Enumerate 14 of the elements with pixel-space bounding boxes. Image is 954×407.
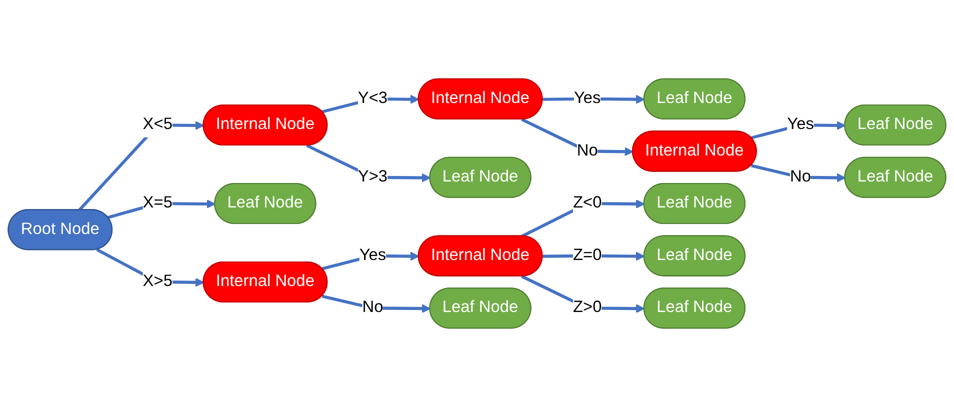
edge-label: Y>3 (358, 168, 388, 186)
edge-label: Yes (787, 116, 814, 134)
edge-label: Yes (359, 246, 386, 264)
edge-label: X=5 (142, 194, 172, 212)
edge-label: X>5 (142, 272, 172, 290)
edge-label: No (362, 298, 384, 316)
edge-label: Z=0 (572, 246, 602, 264)
edge-label: Yes (574, 90, 601, 108)
edge-label: No (790, 168, 812, 186)
edge-label: Y<3 (358, 90, 388, 108)
edge-label: No (576, 142, 598, 160)
edge-label: Z>0 (572, 298, 602, 316)
edge-label: X<5 (142, 116, 172, 134)
edge-label: Z<0 (572, 194, 602, 212)
